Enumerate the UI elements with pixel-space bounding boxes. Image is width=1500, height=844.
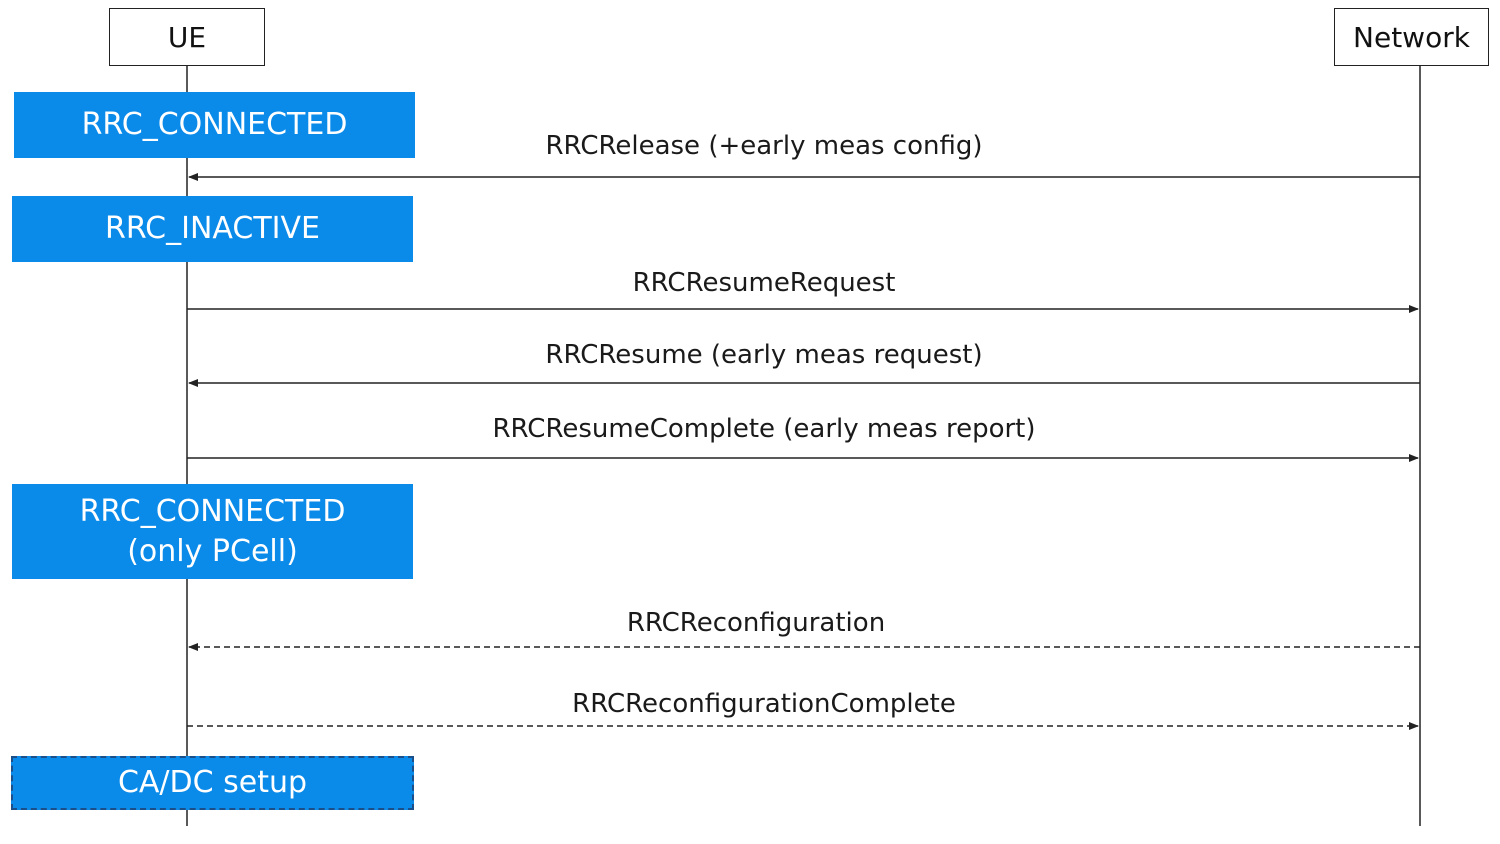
state-label: RRC_CONNECTED — [81, 107, 348, 142]
message-label-rrcresumecomplete: RRCResumeComplete (early meas report) — [492, 414, 1036, 444]
ue-label: UE — [167, 20, 207, 54]
ue-entity-box: UE — [109, 8, 265, 66]
state-ca-dc-setup: CA/DC setup — [11, 756, 414, 810]
state-sublabel: (only PCell) — [127, 533, 298, 569]
state-label: CA/DC setup — [117, 765, 308, 800]
state-rrc-inactive: RRC_INACTIVE — [12, 196, 413, 262]
state-label: RRC_CONNECTED — [79, 493, 346, 529]
message-label-rrcresumerequest: RRCResumeRequest — [632, 268, 896, 298]
network-label: Network — [1353, 20, 1470, 54]
state-rrc-connected: RRC_CONNECTED — [14, 92, 415, 158]
message-label-rrcrelease: RRCRelease (+early meas config) — [545, 131, 983, 161]
network-entity-box: Network — [1334, 8, 1489, 66]
message-label-rrcresume: RRCResume (early meas request) — [545, 340, 983, 370]
message-label-rrcreconfigurationcomplete: RRCReconfigurationComplete — [572, 689, 956, 719]
state-rrc-connected-only-pcell: RRC_CONNECTED (only PCell) — [12, 484, 413, 579]
state-label: RRC_INACTIVE — [104, 211, 321, 246]
message-label-rrcreconfiguration: RRCReconfiguration — [626, 608, 886, 638]
